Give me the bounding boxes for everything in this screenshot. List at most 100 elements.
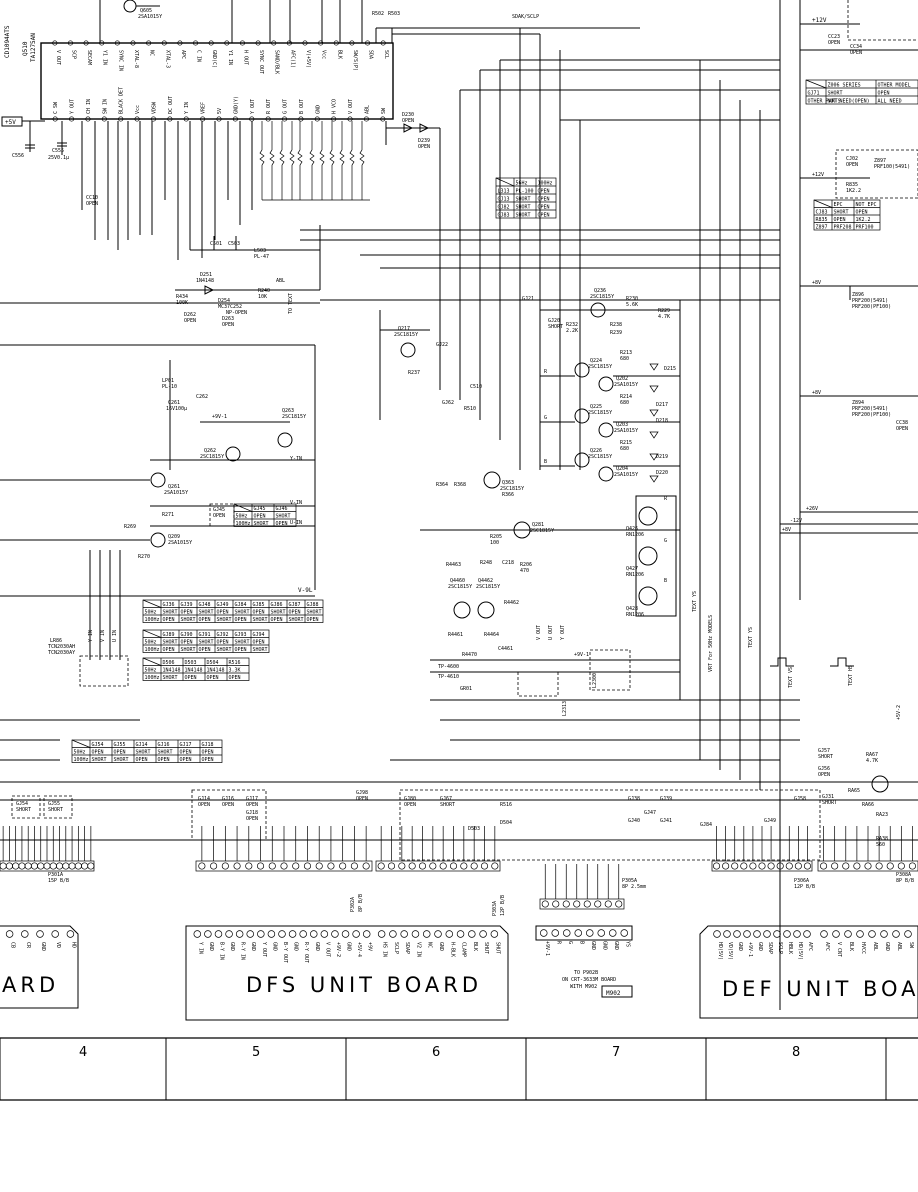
p301a-pin [37, 862, 45, 870]
u-out: U OUT [548, 625, 554, 640]
p308a-pin [820, 862, 828, 870]
v-section: LP01 PL-10 C261 16V100µ C262 +9V-1 Q263 … [0, 360, 315, 560]
dfs-board-pin [331, 930, 339, 938]
def-board-pin [763, 930, 771, 938]
gj55-label: GJ55 [48, 801, 60, 807]
q4462-label: Q4462 [478, 578, 493, 584]
dfs-board-pin-label: HS IN [382, 942, 388, 957]
ic-bottom-pin [183, 116, 189, 122]
left-board-pin-label: GND [40, 942, 46, 951]
def-board-pin-label: GND [757, 942, 763, 951]
table-gj-a-cell: OPEN [235, 617, 247, 623]
gj67-label: GJ67 [440, 796, 452, 802]
rgb-channel-tag: B [544, 459, 547, 465]
supply-9v-mid: +9V-1 [574, 652, 589, 658]
def-board-pin-label: V CNT [836, 942, 842, 957]
def-board-pin [753, 930, 761, 938]
table-gj-a-cell: OPEN [199, 617, 211, 623]
dfs-board-pin [434, 930, 442, 938]
crt-connector-pin-label: GND [601, 941, 607, 950]
table-diode-cell: D504 [207, 660, 219, 666]
p301a-pin [12, 862, 20, 870]
rgb-section: Q217 2SC1815Y R237 GJ22 GJ21 GJ20 SHORT … [379, 288, 698, 700]
def-board-pin [880, 930, 888, 938]
crt-connector-pin-label: G [567, 941, 573, 944]
rgb-driver-part: 2SC1815Y [588, 364, 612, 370]
table-56hz-cell: OPEN [538, 189, 550, 195]
dfs-board-pin-label: V OUT [324, 942, 330, 957]
gj57-value: SHORT [818, 754, 833, 760]
left-board-pin [21, 930, 29, 938]
p302a-pin [233, 862, 241, 870]
table-gj-b-cell: SHORT [235, 640, 250, 646]
table-diode-cell: OPEN [229, 675, 241, 681]
table-gj-a-cell: GJ86 [271, 602, 283, 608]
d230-value: OPEN [402, 118, 414, 124]
q363-part: 2SC1815Y [500, 486, 524, 492]
table-gj-a-cell: GJ39 [181, 602, 193, 608]
p301a-pin [87, 862, 95, 870]
gj80-label: GJ80 [404, 796, 416, 802]
gj47-label: GJ47 [644, 810, 656, 816]
z897-label: Z897 [874, 158, 886, 164]
gj21-label: GJ21 [522, 296, 534, 302]
ic-bottom-pin-label: Vcc [135, 105, 141, 114]
ic-bottom-pin [380, 116, 386, 122]
gj38-label: GJ38 [628, 796, 640, 802]
p308a-pin [875, 862, 883, 870]
p302a-label: P302A [350, 897, 356, 912]
p308a-pin [886, 862, 894, 870]
table-gj45-cell: OPEN [276, 521, 288, 527]
table-56hz-frame [495, 177, 557, 219]
r213-label: R213 [620, 350, 632, 356]
table-56hz-cell: L313 [498, 189, 510, 195]
v-out: V OUT [536, 625, 542, 640]
d504-label: D504 [500, 820, 512, 826]
gj55-value: SHORT [48, 807, 63, 813]
ic-bottom-pin [232, 116, 238, 122]
table-epc-cell: OPEN [834, 217, 846, 223]
l2313-label: L2313 [562, 701, 568, 716]
table-gj45-cell: SHORT [254, 521, 269, 527]
r215-value: 680 [620, 446, 629, 452]
p308a-label: P308A [896, 872, 911, 878]
rgb-clamp-diode [649, 385, 659, 393]
ic-bottom-pin-label: DC OUT [168, 96, 174, 114]
d254-part: MC37 [218, 304, 230, 310]
ic-top-pin [286, 40, 292, 46]
d219-label: D219 [656, 454, 668, 460]
ic-top-pin-label: APC [180, 50, 186, 59]
rgb-channel-tag: G [544, 415, 547, 421]
q261-label: Q261 [168, 484, 180, 490]
p301a-desc: 15P B/B [48, 878, 69, 884]
plus8v-a: +8V [812, 280, 821, 286]
p303a-pin [418, 862, 427, 870]
supply-9v-1: +9V-1 [212, 414, 227, 420]
resistor [339, 149, 345, 166]
text-ys-label: TEXT YS [692, 591, 698, 612]
def-board-pin-label: VD(5V) [727, 942, 733, 960]
u-in: U IN [112, 630, 118, 642]
table-diode-cell: R516 [229, 660, 241, 666]
y-in: Y IN [88, 630, 94, 642]
d263-label: D263 [222, 316, 234, 322]
q209-label: Q209 [168, 534, 180, 540]
table-diode-cell: 1N4148 [185, 668, 203, 674]
q426-part: RN1206 [626, 532, 644, 538]
p302a-pin [245, 862, 253, 870]
p306a-pin [731, 862, 739, 870]
table-gj-a-cell: GJ88 [307, 602, 319, 608]
cc34-label: CC34 [850, 44, 862, 50]
table-gj-b-slash [142, 629, 162, 638]
dfs-board-pin [225, 930, 233, 938]
ic-bottom-pin-label: G OUT [283, 99, 289, 114]
def-board-pin-label: ABL [872, 942, 878, 951]
p301a-pin [55, 862, 64, 870]
ic-top-pin-label: SCP [70, 50, 76, 59]
crt-connector-pin [551, 929, 559, 937]
resistor-banks [259, 121, 370, 201]
table-gj-b-cell: 100Hz [145, 647, 160, 653]
g-channel: G [664, 538, 667, 544]
ic-top-pin-label: SYNC IN [117, 50, 123, 71]
r4464-label: R4464 [484, 632, 499, 638]
